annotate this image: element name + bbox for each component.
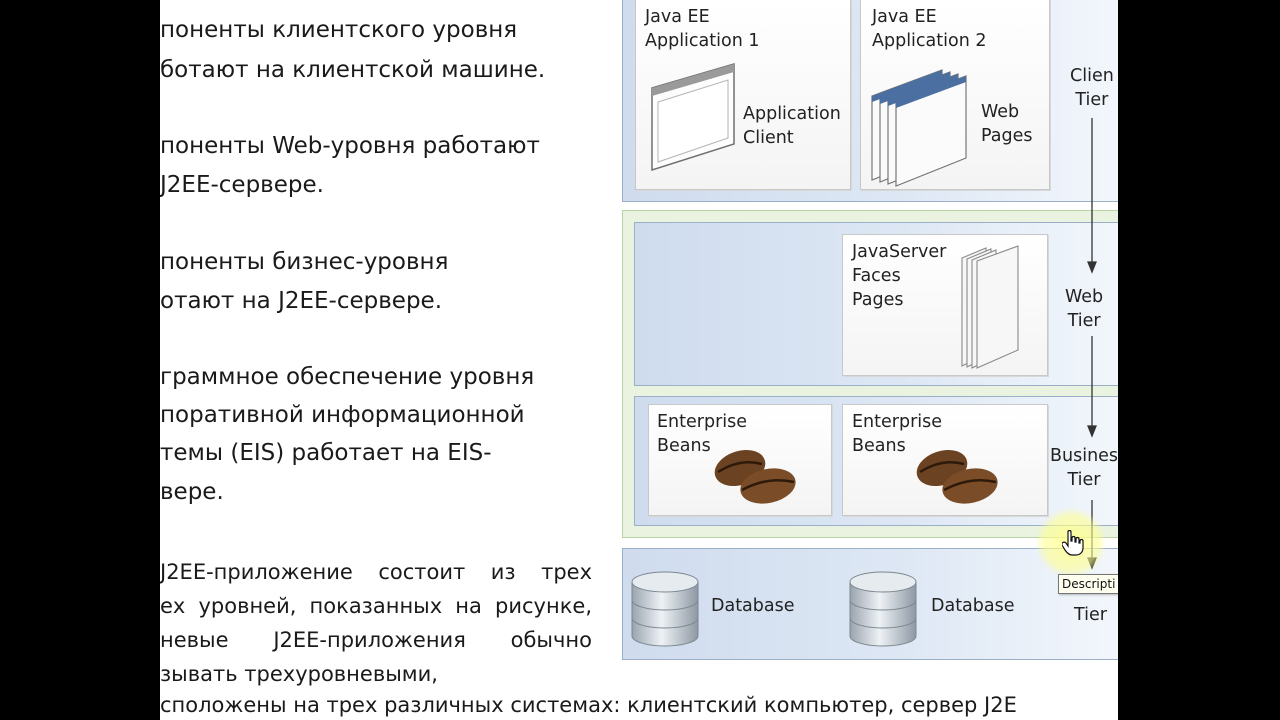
- web-pages-label: Web Pages: [981, 100, 1032, 148]
- database-cylinder-icon: [630, 570, 700, 648]
- text-line: поненты клиентского уровня: [160, 11, 517, 49]
- coffee-beans-icon: [710, 446, 800, 506]
- text-line: отают на J2EE-сервере.: [160, 282, 442, 320]
- web-pages-stack-icon: [868, 60, 978, 190]
- text-line: темы (EIS) работает на EIS-: [160, 434, 492, 472]
- hand-cursor-icon[interactable]: [1062, 530, 1084, 556]
- tooltip: Descripti: [1058, 574, 1118, 594]
- browser-window-icon: [642, 62, 742, 178]
- text-line: поративной информационной: [160, 396, 525, 434]
- business-tier-label: Busines Tier: [1050, 444, 1118, 492]
- text-line: зывать трехуровневыми,: [160, 657, 438, 691]
- application-client-label: Application Client: [743, 102, 841, 150]
- slide: поненты клиентского уровня ботают на кли…: [160, 0, 1118, 720]
- coffee-beans-icon: [912, 446, 1002, 506]
- text-line: ех уровней, показанных на рисунке,: [160, 589, 592, 623]
- jsf-pages-label: JavaServer Faces Pages: [852, 240, 946, 312]
- text-line: граммное обеспечение уровня: [160, 358, 534, 396]
- bottom-text-line: сположены на трех различных системах: кл…: [160, 688, 1017, 720]
- app1-label: Java EE Application 1: [645, 5, 759, 53]
- text-line: вере.: [160, 473, 224, 511]
- database-cylinder-icon: [848, 570, 918, 648]
- text-line: ботают на клиентской машине.: [160, 51, 545, 89]
- jsf-pages-stack-icon: [958, 244, 1030, 372]
- database-label-1: Database: [711, 594, 795, 618]
- app2-label: Java EE Application 2: [872, 5, 986, 53]
- text-line: поненты Web-уровня работают: [160, 127, 540, 165]
- text-line: невые J2EE-приложения обычно: [160, 623, 592, 657]
- client-tier-label: Clien Tier: [1070, 64, 1114, 112]
- text-line: J2EE-приложение состоит из трех: [160, 555, 592, 589]
- eis-tier-label: Tier: [1074, 603, 1107, 627]
- text-line: J2EE-сервере.: [160, 166, 324, 204]
- web-tier-label: Web Tier: [1065, 285, 1103, 333]
- database-label-2: Database: [931, 594, 1015, 618]
- text-line: поненты бизнес-уровня: [160, 243, 448, 281]
